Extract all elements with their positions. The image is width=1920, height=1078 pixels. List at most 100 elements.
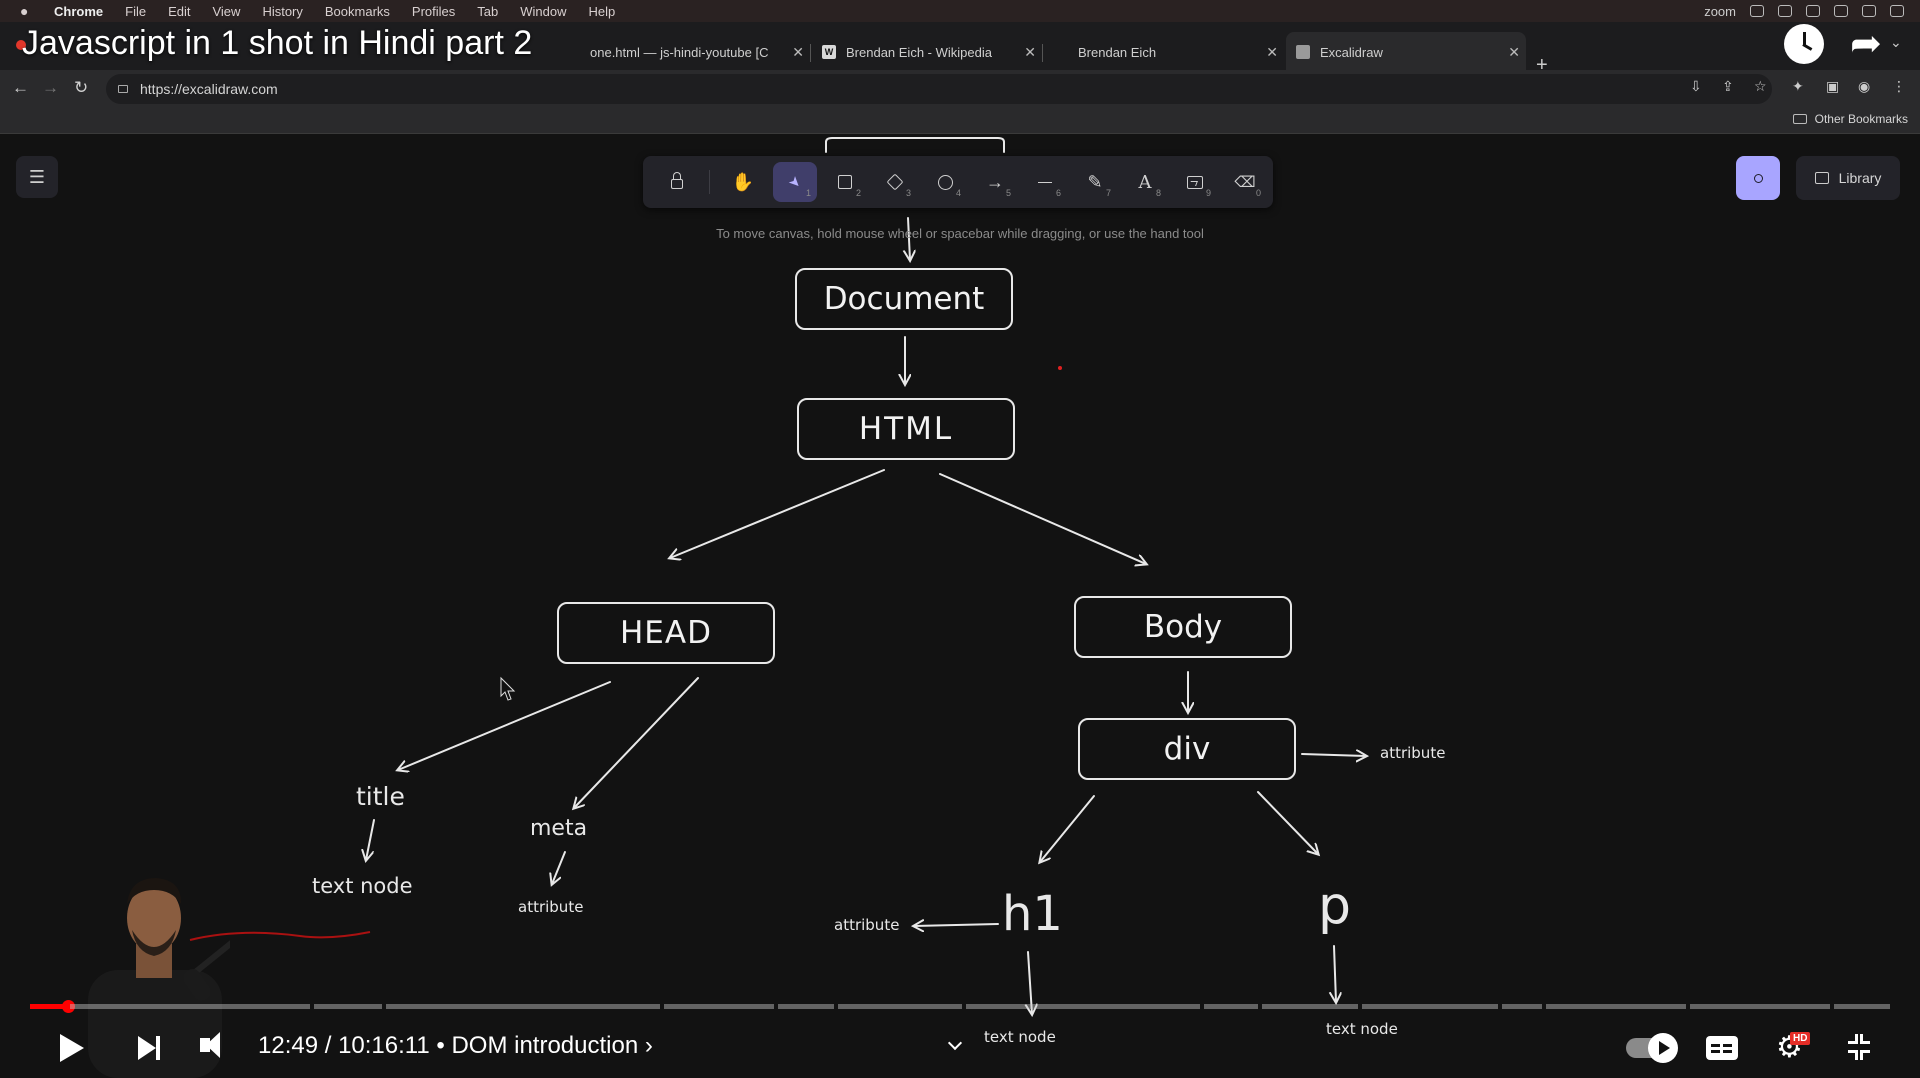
menu-view[interactable]: View bbox=[212, 3, 241, 19]
share-icon[interactable]: ➦ bbox=[1850, 23, 1882, 65]
node-head[interactable]: HEAD bbox=[557, 602, 775, 664]
lock-icon[interactable] bbox=[118, 85, 128, 93]
wifi-icon[interactable] bbox=[1834, 5, 1848, 17]
volume-icon[interactable] bbox=[200, 1032, 220, 1058]
chapter-segment[interactable] bbox=[70, 1004, 310, 1009]
chevron-down-icon[interactable] bbox=[947, 1035, 963, 1051]
next-icon[interactable] bbox=[138, 1036, 160, 1060]
node-html[interactable]: HTML bbox=[797, 398, 1015, 460]
autoplay-toggle[interactable] bbox=[1626, 1033, 1678, 1063]
tool-image[interactable]: 9 bbox=[1173, 162, 1217, 202]
reload-icon[interactable]: ↻ bbox=[74, 78, 89, 97]
bookmark-star-icon[interactable]: ☆ bbox=[1754, 78, 1767, 94]
chapter-segment[interactable] bbox=[314, 1004, 382, 1009]
forward-icon[interactable]: → bbox=[42, 78, 59, 97]
control-center-icon[interactable] bbox=[1862, 5, 1876, 17]
tool-diamond[interactable]: 3 bbox=[873, 162, 917, 202]
chapter-segment[interactable] bbox=[386, 1004, 660, 1009]
label-h1[interactable]: h1 bbox=[1002, 886, 1063, 942]
exit-fullscreen-icon[interactable] bbox=[1842, 1034, 1872, 1062]
tab-vscode[interactable]: one.html — js-hindi-youtube [C ✕ bbox=[580, 32, 810, 72]
menu-chrome[interactable]: Chrome bbox=[54, 3, 104, 19]
apple-menu-icon[interactable]: ● bbox=[20, 3, 29, 19]
new-tab-icon[interactable]: + bbox=[1536, 54, 1548, 76]
hamburger-menu-icon[interactable]: ☰ bbox=[16, 156, 58, 198]
close-icon[interactable]: ✕ bbox=[792, 44, 804, 60]
back-icon[interactable]: ← bbox=[12, 78, 29, 97]
chapter-segment[interactable] bbox=[1690, 1004, 1830, 1009]
tool-eraser[interactable]: ⌫0 bbox=[1223, 162, 1267, 202]
chapter-title[interactable]: • DOM introduction › bbox=[436, 1032, 653, 1059]
chapter-segment[interactable] bbox=[1362, 1004, 1498, 1009]
profile-avatar[interactable]: ◉ bbox=[1858, 78, 1871, 94]
install-icon[interactable]: ⇩ bbox=[1690, 78, 1702, 94]
tab-wikipedia[interactable]: W Brendan Eich - Wikipedia ✕ bbox=[812, 32, 1042, 72]
scrubber-handle[interactable] bbox=[62, 1000, 75, 1013]
side-panel-icon[interactable]: ▣ bbox=[1826, 78, 1840, 94]
tool-rectangle[interactable]: 2 bbox=[823, 162, 867, 202]
label-title-text-node[interactable]: text node bbox=[312, 874, 413, 898]
share-page-icon[interactable]: ⇪ bbox=[1722, 78, 1734, 94]
extensions-icon[interactable]: ✦ bbox=[1792, 78, 1804, 94]
chapter-segment[interactable] bbox=[966, 1004, 1200, 1009]
close-icon[interactable]: ✕ bbox=[1024, 44, 1036, 60]
chapter-segment[interactable] bbox=[778, 1004, 834, 1009]
tray-icon[interactable] bbox=[1778, 5, 1792, 17]
label-meta[interactable]: meta bbox=[530, 816, 588, 841]
label-h1-attribute[interactable]: attribute bbox=[834, 916, 900, 934]
tool-draw[interactable]: ✎7 bbox=[1073, 162, 1117, 202]
tool-hand[interactable]: ✋ bbox=[721, 162, 765, 202]
label-meta-attribute[interactable]: attribute bbox=[518, 898, 584, 916]
video-progress-bar[interactable] bbox=[30, 1000, 1890, 1013]
live-collaboration-button[interactable] bbox=[1736, 156, 1780, 200]
menu-profiles[interactable]: Profiles bbox=[411, 3, 456, 19]
tray-icon[interactable] bbox=[1750, 5, 1764, 17]
label-h1-text-node[interactable]: text node bbox=[984, 1028, 1056, 1046]
video-title[interactable]: Javascript in 1 shot in Hindi part 2 bbox=[22, 24, 533, 62]
chapter-segment[interactable] bbox=[838, 1004, 962, 1009]
menu-history[interactable]: History bbox=[262, 3, 303, 19]
watch-later-icon[interactable] bbox=[1784, 24, 1824, 64]
chapter-segment[interactable] bbox=[1546, 1004, 1686, 1009]
other-bookmarks[interactable]: Other Bookmarks bbox=[1792, 112, 1908, 126]
node-document[interactable]: Document bbox=[795, 268, 1013, 330]
node-div[interactable]: div bbox=[1078, 718, 1296, 780]
label-title[interactable]: title bbox=[356, 782, 405, 811]
zoom-tray-label[interactable]: zoom bbox=[1704, 3, 1736, 19]
menu-file[interactable]: File bbox=[125, 3, 147, 19]
tab-excalidraw[interactable]: Excalidraw ✕ bbox=[1286, 32, 1526, 72]
chapter-segment[interactable] bbox=[1204, 1004, 1258, 1009]
chapter-segment[interactable] bbox=[1502, 1004, 1542, 1009]
menu-edit[interactable]: Edit bbox=[168, 3, 191, 19]
label-div-attribute[interactable]: attribute bbox=[1380, 744, 1446, 762]
label-p-text-node[interactable]: text node bbox=[1326, 1020, 1398, 1038]
menu-tab[interactable]: Tab bbox=[477, 3, 499, 19]
close-icon[interactable]: ✕ bbox=[1266, 44, 1278, 60]
tray-icon[interactable] bbox=[1806, 5, 1820, 17]
menu-help[interactable]: Help bbox=[588, 3, 616, 19]
tool-line[interactable]: 6 bbox=[1023, 162, 1067, 202]
tool-ellipse[interactable]: 4 bbox=[923, 162, 967, 202]
node-body[interactable]: Body bbox=[1074, 596, 1292, 658]
close-icon[interactable]: ✕ bbox=[1508, 44, 1520, 60]
address-bar[interactable]: https://excalidraw.com bbox=[106, 74, 1772, 104]
play-icon[interactable] bbox=[60, 1034, 84, 1062]
menu-window[interactable]: Window bbox=[520, 3, 567, 19]
tool-lock[interactable] bbox=[655, 162, 699, 202]
label-p[interactable]: p bbox=[1318, 876, 1352, 936]
siri-icon[interactable] bbox=[1890, 5, 1904, 17]
tool-arrow[interactable]: →5 bbox=[973, 162, 1017, 202]
subtitles-icon[interactable] bbox=[1706, 1036, 1738, 1060]
chevron-down-icon[interactable]: ⌄ bbox=[1890, 34, 1902, 50]
tab-google-search[interactable]: Brendan Eich ✕ bbox=[1044, 32, 1284, 72]
library-button[interactable]: Library bbox=[1796, 156, 1900, 200]
menu-bookmarks[interactable]: Bookmarks bbox=[324, 3, 390, 19]
chapter-segment[interactable] bbox=[1262, 1004, 1358, 1009]
kebab-menu-icon[interactable]: ⋮ bbox=[1892, 78, 1906, 94]
tool-selection[interactable]: ➤1 bbox=[773, 162, 817, 202]
chapter-segment[interactable] bbox=[1834, 1004, 1890, 1009]
url-text[interactable]: https://excalidraw.com bbox=[140, 81, 278, 97]
chapter-segment[interactable] bbox=[664, 1004, 774, 1009]
